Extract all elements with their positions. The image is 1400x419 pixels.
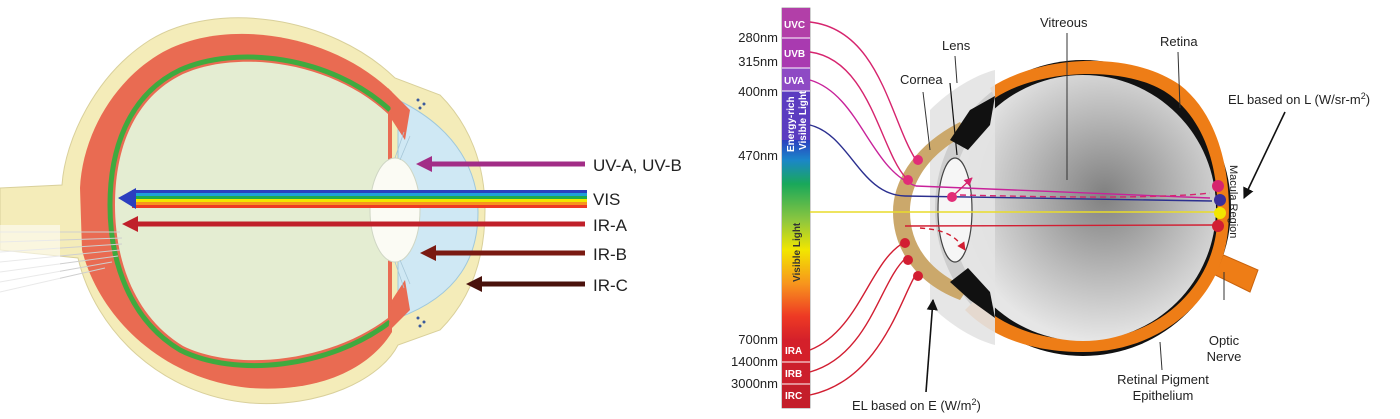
el-irradiance-arrow	[925, 298, 938, 393]
label-retinal-pigment: Retinal Pigment	[1117, 372, 1209, 387]
ray-irc	[466, 276, 585, 292]
cornea-right	[893, 122, 968, 300]
el-radiance-label: EL based on L (W/sr-m2)	[1228, 91, 1370, 107]
label-epithelium: Epithelium	[1133, 388, 1194, 403]
iris-top	[388, 88, 410, 140]
label-retina: Retina	[1160, 34, 1198, 49]
wavelength-280: 280nm	[738, 30, 778, 45]
label-vitreous: Vitreous	[1040, 15, 1088, 30]
lens-left	[369, 157, 421, 263]
ray-label-irc: IR-C	[593, 276, 628, 295]
band-irc: IRC	[785, 391, 802, 402]
absorption-dots	[900, 155, 1226, 281]
right-eye-diagram: UVC UVB UVA Energy-rich Visible Light Vi…	[731, 7, 1370, 413]
band-uvc: UVC	[784, 20, 805, 31]
iris-bottom	[388, 280, 410, 332]
ray-label-vis: VIS	[593, 190, 620, 209]
band-ira: IRA	[785, 346, 802, 357]
ray-irb	[420, 245, 585, 261]
ray-ira	[122, 216, 585, 232]
wavelength-400: 400nm	[738, 84, 778, 99]
wavelength-700: 700nm	[738, 332, 778, 347]
vitreous-body	[115, 61, 388, 361]
band-visible-light: Visible Light	[792, 222, 803, 282]
band-irb: IRB	[785, 369, 802, 380]
label-macula: Macula Region	[1227, 165, 1239, 238]
wavelength-1400: 1400nm	[731, 354, 778, 369]
label-cornea: Cornea	[900, 72, 943, 87]
band-uva: UVA	[784, 76, 804, 87]
ray-label-ira: IR-A	[593, 216, 628, 235]
ray-label-uv: UV-A, UV-B	[593, 156, 682, 175]
label-lens: Lens	[942, 38, 971, 53]
cornea	[397, 99, 479, 319]
retina-line	[107, 54, 392, 369]
band-energy-rich: Energy-rich	[786, 96, 797, 152]
iris-bottom-right	[950, 268, 995, 318]
ray-uv	[416, 156, 585, 172]
wavelength-470: 470nm	[738, 148, 778, 163]
wavelength-315: 315nm	[738, 54, 778, 69]
label-optic: Optic	[1209, 333, 1240, 348]
vitreous-fill	[950, 75, 1216, 341]
iris-top-right	[950, 96, 995, 150]
ir-rays	[809, 224, 1215, 396]
el-radiance-arrow	[1243, 111, 1286, 200]
ray-label-irb: IR-B	[593, 245, 627, 264]
left-eye-diagram: UV-A, UV-B VIS IR-A IR-B IR-C	[0, 17, 682, 405]
el-irradiance-label: EL based on E (W/m2)	[852, 397, 981, 413]
band-uvb: UVB	[784, 49, 805, 60]
ray-vis	[118, 188, 587, 209]
spectrum-bar: UVC UVB UVA Energy-rich Visible Light Vi…	[781, 7, 811, 409]
band-visible-light-upper: Visible Light	[798, 90, 809, 150]
wavelength-3000: 3000nm	[731, 376, 778, 391]
label-nerve: Nerve	[1207, 349, 1242, 364]
lens-right	[937, 157, 973, 263]
iris-dots	[416, 98, 426, 328]
zonule-fibers	[394, 131, 411, 289]
